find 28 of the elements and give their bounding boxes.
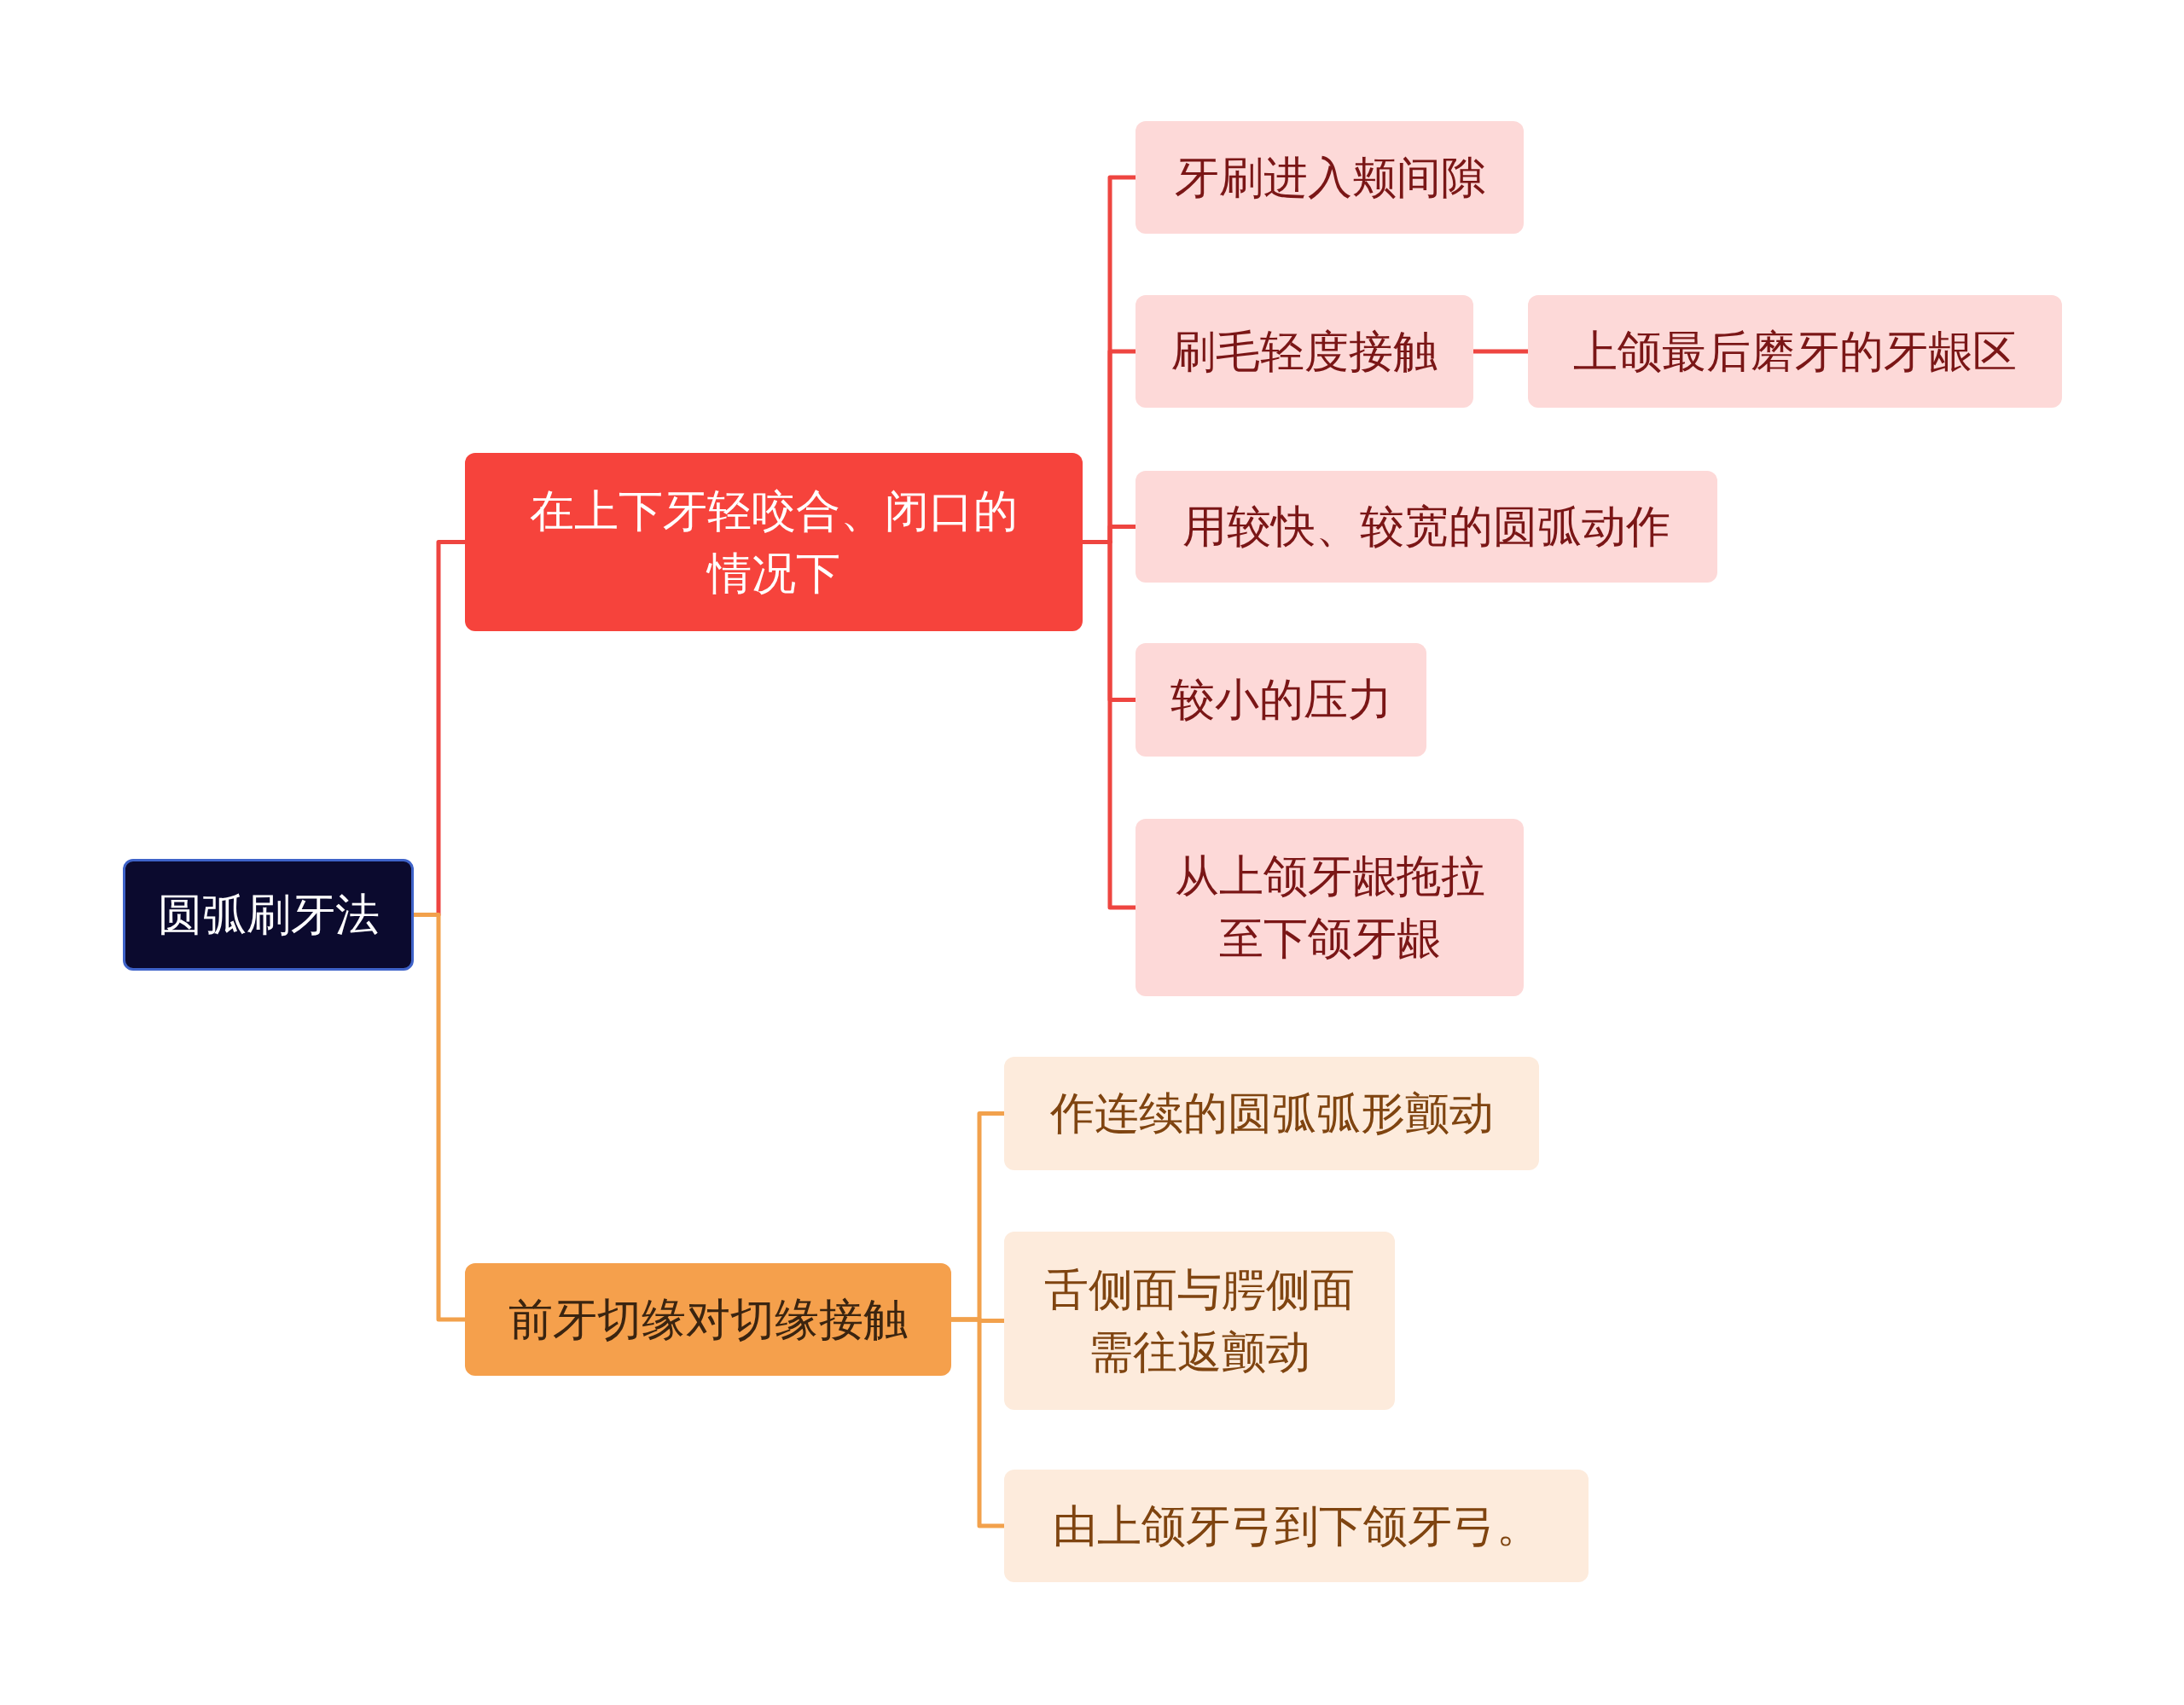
connector-line (414, 913, 465, 1322)
subtopic-box (1136, 121, 1524, 234)
subtopic-box (1136, 819, 1524, 996)
topic-text: 用较快、较宽的圆弧动作 (1182, 500, 1670, 554)
topic-text: 在上下牙轻咬合、闭口的情况下 (529, 484, 1019, 600)
topic-text: 作连续的圆弧弧形颤动 (1049, 1087, 1494, 1141)
topic-text: 从上颌牙龈拖拉至下颌牙龈 (1173, 850, 1486, 966)
topic-text: 上颌最后磨牙的牙龈区 (1573, 324, 2017, 379)
subtopic-box (1004, 1057, 1539, 1170)
connector-line (1473, 349, 1528, 354)
subtopic-box (1004, 1232, 1395, 1410)
subtopic-box (1136, 295, 1473, 408)
root-topic-box (123, 859, 414, 971)
subtopic-box (1004, 1470, 1589, 1582)
topic-text: 由上颌牙弓到下颌牙弓。 (1052, 1499, 1541, 1553)
topic-text: 较小的压力 (1170, 673, 1392, 728)
topic-text: 舌侧面与腭侧面需往返颤动 (1043, 1262, 1356, 1379)
subtopic-box (1136, 643, 1426, 757)
topic-text: 牙刷进入颊间隙 (1174, 150, 1485, 205)
topic-text: 圆弧刷牙法 (157, 888, 380, 942)
branch-topic-box (465, 1263, 951, 1376)
topic-text: 前牙切缘对切缘接触 (508, 1292, 908, 1347)
subtopic-box (1528, 295, 2062, 408)
connector-line (1083, 540, 1136, 910)
branch-topic-box (465, 453, 1083, 631)
connector-line (951, 1317, 1004, 1528)
subtopic-box (1136, 471, 1717, 583)
topic-text: 刷毛轻度接触 (1171, 324, 1438, 379)
